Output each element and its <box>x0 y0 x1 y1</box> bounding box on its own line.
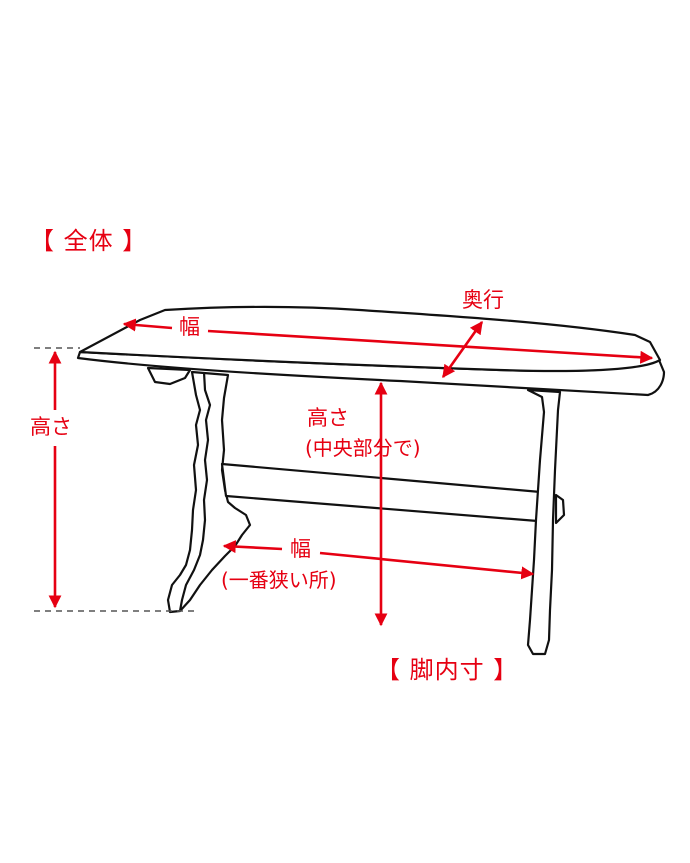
top-width-arrow-left <box>122 318 173 332</box>
leg-inner-section-title: 【 脚内寸 】 <box>376 656 519 684</box>
stretcher-bar <box>220 462 554 524</box>
leg-width-arrow-left <box>222 540 283 554</box>
stretcher-end-block <box>554 493 566 525</box>
left-apron-bracket <box>146 366 192 386</box>
leg-width-note: (一番狭い所) <box>221 568 337 592</box>
dimension-arrows <box>48 318 654 627</box>
depth-arrow <box>441 320 484 379</box>
top-width-label: 幅 <box>177 315 202 340</box>
tabletop-surface <box>78 305 662 373</box>
height-guides <box>34 347 195 612</box>
leg-width-label: 幅 <box>288 537 313 562</box>
right-leg <box>526 388 562 656</box>
left-leg-edge <box>178 371 212 612</box>
top-width-arrow-right <box>207 329 654 364</box>
center-height-label: 高さ <box>307 406 349 430</box>
overall-section-title: 【 全体 】 <box>30 227 148 255</box>
leg-width-arrow-right <box>319 551 535 580</box>
table-outline <box>76 305 666 656</box>
center-height-note: (中央部分で) <box>305 436 421 460</box>
overall-height-label: 高さ <box>28 415 74 440</box>
depth-label: 奥行 <box>462 288 504 312</box>
